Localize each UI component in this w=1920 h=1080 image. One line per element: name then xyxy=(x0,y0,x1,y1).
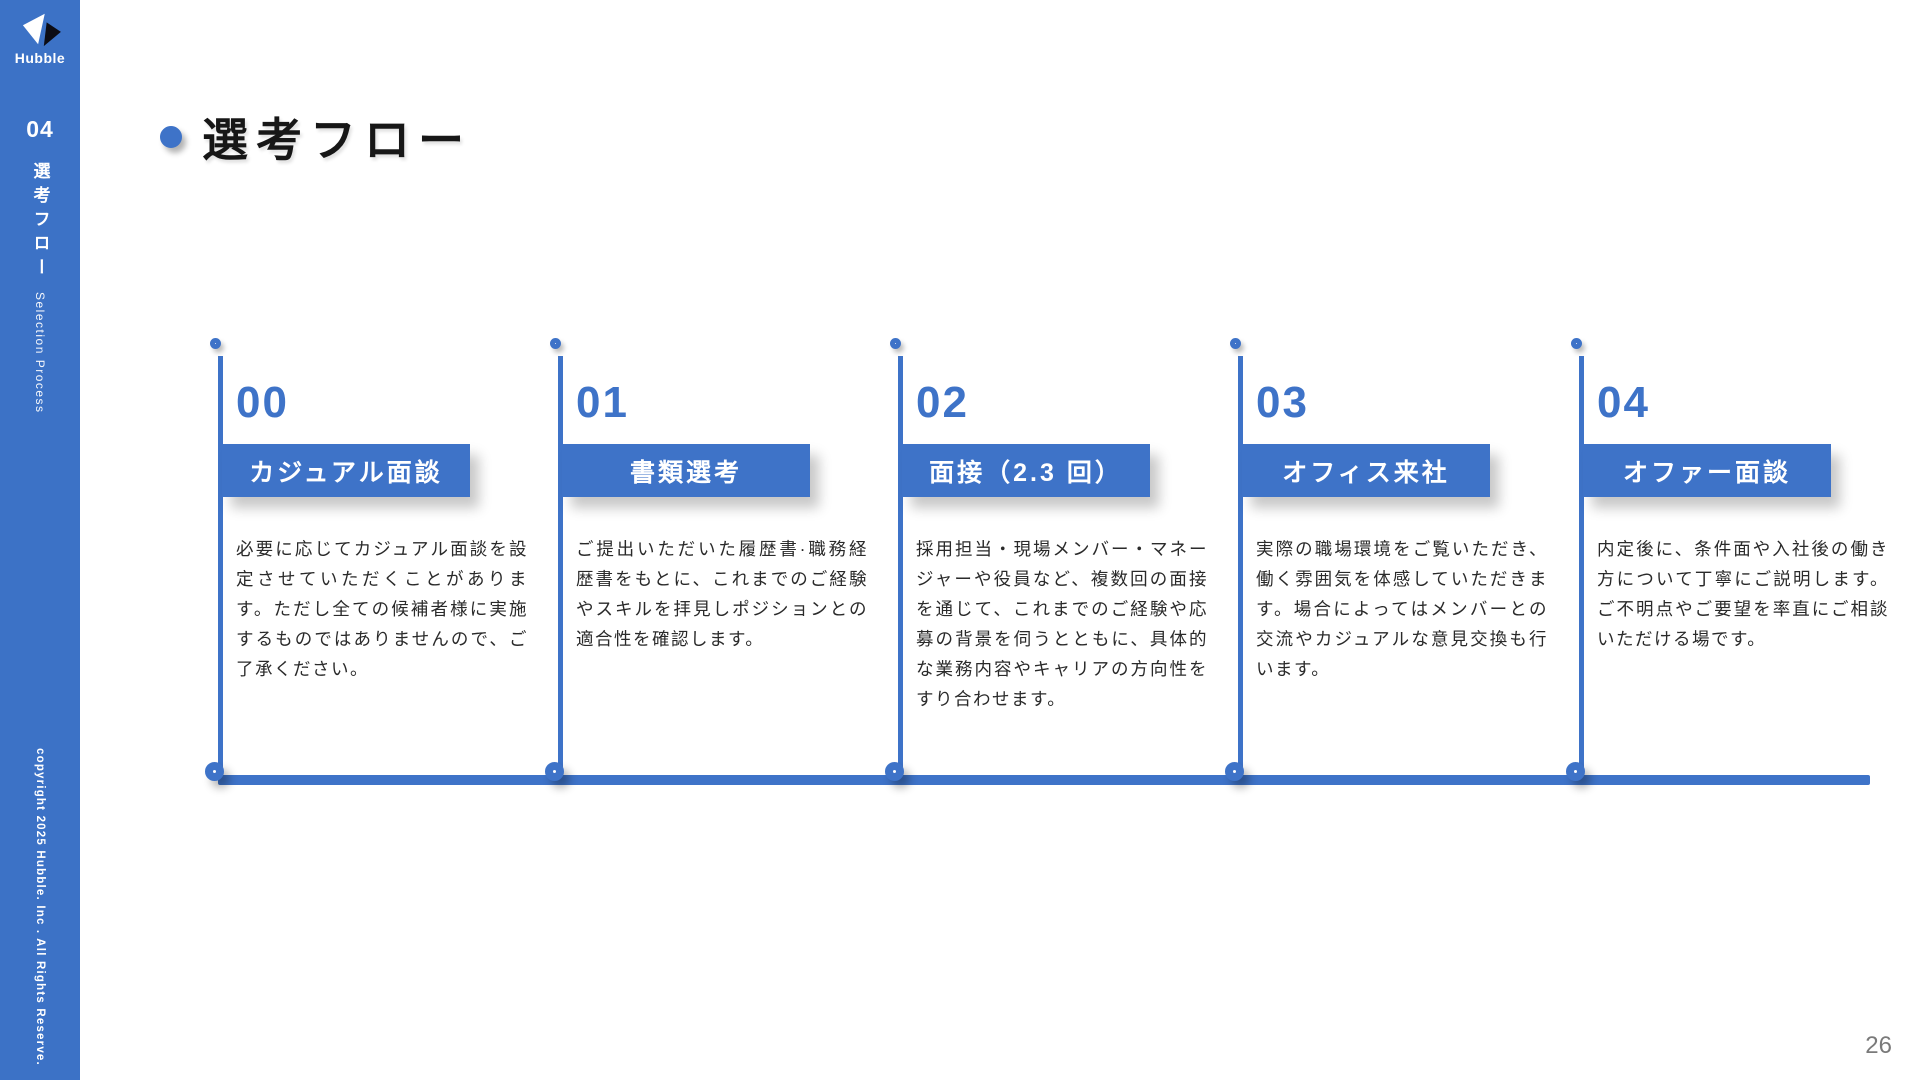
step-label-bar: オフィス来社 xyxy=(1242,444,1490,497)
timeline-bottom-node-icon xyxy=(885,762,904,781)
title-row: 選考フロー xyxy=(160,104,472,170)
step-label-bar: 書類選考 xyxy=(562,444,810,497)
page-number: 26 xyxy=(1865,1032,1892,1059)
step-number: 00 xyxy=(236,378,289,427)
hubble-logo: Hubble xyxy=(0,10,80,66)
step-description: 内定後に、条件面や入社後の働き方について丁寧にご説明します。ご不明点やご要望を率… xyxy=(1597,539,1889,649)
timeline-bottom-node-icon xyxy=(545,762,564,781)
title-ring-icon xyxy=(160,126,182,148)
section-title-vertical: 選考フロー xyxy=(30,162,50,282)
timeline-vertical-line xyxy=(1579,356,1584,780)
timeline-vertical-line xyxy=(1238,356,1243,780)
step-column: 02 面接（2.3 回） 採用担当・現場メンバー・マネージャーや役員など、複数回… xyxy=(890,338,1207,788)
step-column: 00 カジュアル面談 必要に応じてカジュアル面談を設定させていただくことがありま… xyxy=(210,338,527,788)
step-number: 04 xyxy=(1597,378,1650,427)
timeline-vertical-line xyxy=(898,356,903,780)
timeline-top-node-icon xyxy=(1230,338,1241,349)
step-column: 01 書類選考 ご提出いただいた履歴書·職務経歴書をもとに、これまでのご経験やス… xyxy=(550,338,867,788)
section-subtitle-vertical: Selection Process xyxy=(33,292,47,414)
step-number: 03 xyxy=(1256,378,1309,427)
step-description: 必要に応じてカジュアル面談を設定させていただくことがあります。ただし全ての候補者… xyxy=(236,539,528,679)
step-label-bar: 面接（2.3 回） xyxy=(902,444,1150,497)
step-description: 実際の職場環境をご覧いただき、働く雰囲気を体感していただきます。場合によってはメ… xyxy=(1256,539,1548,679)
timeline-bottom-node-icon xyxy=(1225,762,1244,781)
copyright-vertical: copyright 2025 Hubble. Inc . All Rights … xyxy=(34,748,46,1066)
step-number: 02 xyxy=(916,378,969,427)
step-description: ご提出いただいた履歴書·職務経歴書をもとに、これまでのご経験やスキルを拝見しポジ… xyxy=(576,539,868,649)
step-label-bar: オファー面談 xyxy=(1583,444,1831,497)
timeline-bottom-node-icon xyxy=(1566,762,1585,781)
timeline-top-node-icon xyxy=(210,338,221,349)
hubble-logo-icon xyxy=(22,13,61,47)
step-label-bar: カジュアル面談 xyxy=(222,444,470,497)
logo-text: Hubble xyxy=(14,50,66,66)
step-column: 04 オファー面談 内定後に、条件面や入社後の働き方について丁寧にご説明します。… xyxy=(1571,338,1888,788)
step-number: 01 xyxy=(576,378,629,427)
timeline-vertical-line xyxy=(558,356,563,780)
sidebar: Hubble 04 選考フロー Selection Process copyri… xyxy=(0,0,80,1080)
page-title: 選考フロー xyxy=(202,114,472,166)
timeline-vertical-line xyxy=(218,356,223,780)
timeline-top-node-icon xyxy=(1571,338,1582,349)
timeline-top-node-icon xyxy=(890,338,901,349)
timeline-bottom-node-icon xyxy=(205,762,224,781)
timeline-horizontal-line xyxy=(218,775,1870,785)
section-number: 04 xyxy=(26,116,54,142)
timeline-top-node-icon xyxy=(550,338,561,349)
step-column: 03 オフィス来社 実際の職場環境をご覧いただき、働く雰囲気を体感していただきま… xyxy=(1230,338,1547,788)
step-description: 採用担当・現場メンバー・マネージャーや役員など、複数回の面接を通じて、これまでの… xyxy=(916,539,1208,709)
